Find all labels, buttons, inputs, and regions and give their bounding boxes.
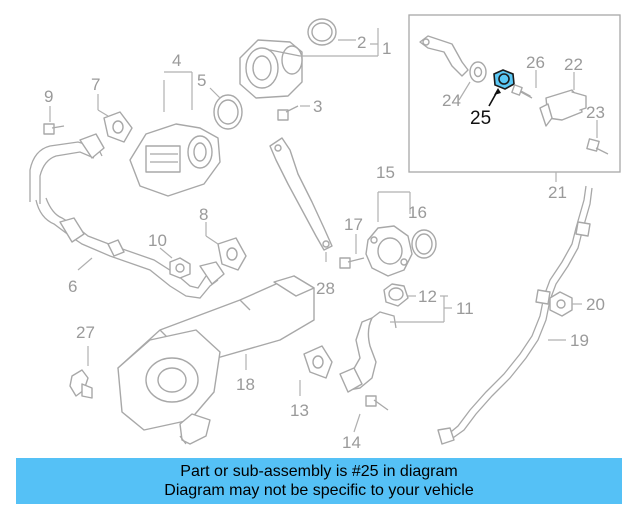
connector-12	[383, 283, 416, 307]
gasket-8	[205, 222, 247, 271]
egr-pipe-6	[29, 133, 225, 299]
bolt-23	[586, 120, 609, 155]
bolt-17	[339, 234, 365, 269]
callout-14: 14	[342, 433, 361, 452]
hose-11	[339, 295, 452, 393]
callout-21: 21	[548, 183, 567, 202]
bolt-14	[353, 395, 389, 433]
callout-2: 2	[357, 33, 366, 52]
nut-25-highlighted[interactable]	[488, 69, 515, 107]
callout-1: 1	[382, 39, 391, 58]
callout-20: 20	[586, 295, 605, 314]
bracket-28	[269, 137, 333, 262]
callout-9: 9	[44, 87, 53, 106]
callout-15: 15	[376, 163, 395, 182]
callout-17: 17	[344, 215, 363, 234]
callout-16: 16	[408, 203, 427, 222]
sensor-27	[69, 346, 93, 399]
callout-13: 13	[290, 401, 309, 420]
callout-26: 26	[526, 53, 545, 72]
inset-frame	[408, 14, 621, 173]
callout-4: 4	[172, 51, 181, 70]
egr-valve-1	[239, 39, 303, 99]
callout-27: 27	[76, 323, 95, 342]
gasket-2	[307, 18, 337, 46]
callout-12: 12	[418, 287, 437, 306]
callout-8: 8	[199, 205, 208, 224]
gasket-7	[97, 94, 133, 143]
sensor-bracket	[419, 35, 469, 77]
egr-cooler-18	[117, 275, 315, 445]
banner-line-2: Diagram may not be specific to your vehi…	[164, 482, 474, 499]
callout-28: 28	[316, 279, 335, 298]
gasket-13	[299, 345, 333, 396]
banner-line-1: Part or sub-assembly is #25 in diagram	[180, 463, 458, 480]
bolt-26	[511, 70, 537, 99]
callout-7: 7	[91, 75, 100, 94]
callout-24: 24	[442, 91, 461, 110]
nut-10	[159, 247, 191, 279]
nut-20	[549, 291, 582, 317]
gasket-5	[209, 87, 243, 130]
info-banner: Part or sub-assembly is #25 in diagram D…	[16, 458, 622, 504]
callout-5: 5	[197, 71, 206, 90]
callout-10: 10	[148, 231, 167, 250]
callout-23: 23	[586, 103, 605, 122]
callout-25[interactable]: 25	[470, 108, 491, 129]
callout-19: 19	[570, 331, 589, 350]
pressure-sensor-22	[539, 72, 587, 127]
bolt-9	[43, 106, 65, 135]
callout-6: 6	[68, 277, 77, 296]
gasket-16	[411, 229, 437, 259]
pipe-19-21	[437, 185, 593, 445]
egr-unit-4	[129, 71, 221, 197]
callout-3: 3	[313, 97, 322, 116]
callout-11: 11	[456, 299, 474, 318]
callout-22: 22	[564, 55, 583, 74]
flange-15	[365, 191, 413, 277]
callout-18: 18	[236, 375, 255, 394]
bolt-3	[277, 105, 310, 121]
